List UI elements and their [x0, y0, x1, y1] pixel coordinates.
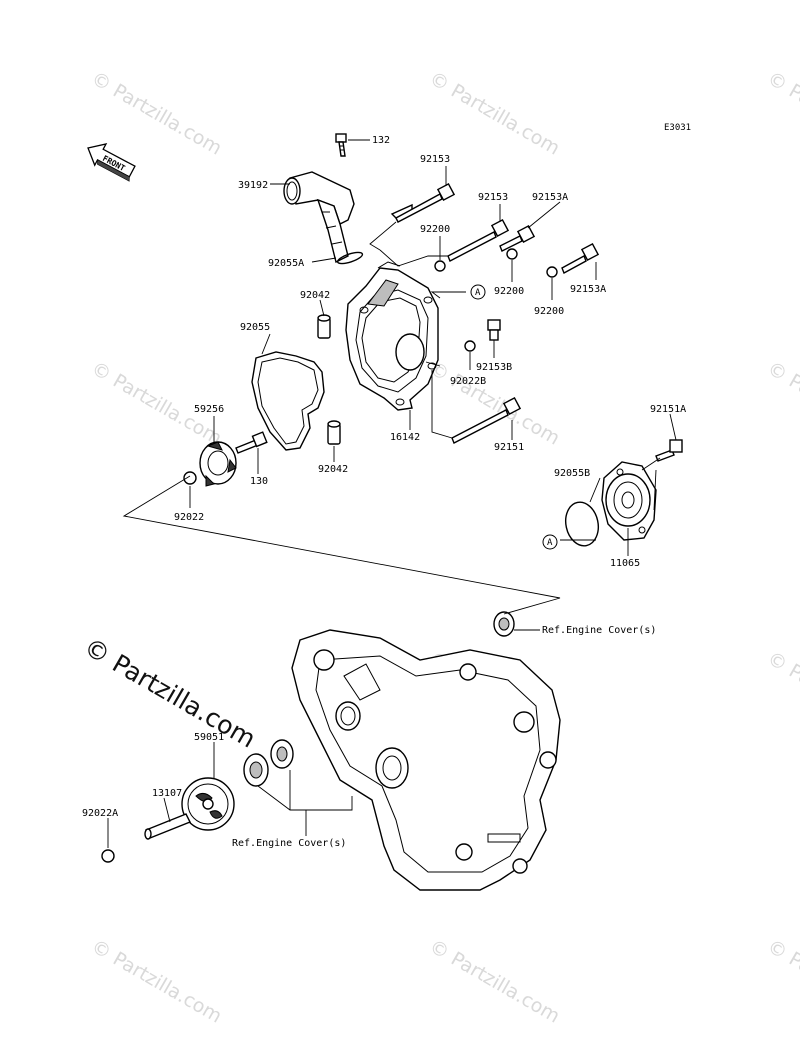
part-label: 92153	[420, 154, 450, 165]
part-label: 92200	[420, 224, 450, 235]
watermark: © Partzilla.com	[764, 357, 800, 449]
bearing	[243, 753, 269, 787]
part-label: 92055	[240, 322, 270, 333]
washer-92200	[546, 266, 558, 278]
o-ring-92055a	[336, 251, 364, 265]
washer-92200	[506, 248, 518, 260]
bolt-92153	[390, 182, 456, 223]
gear-59051	[181, 777, 235, 831]
part-label: 92153A	[532, 192, 568, 203]
part-labels: 132 39192 92153 92153 92153A 92200 92055…	[82, 135, 686, 849]
part-label: 92153A	[570, 284, 606, 295]
diagram-code: E3031	[664, 123, 691, 133]
bolt-132	[335, 133, 347, 157]
bolt-92153a	[561, 242, 600, 274]
bolt-92153b	[487, 319, 501, 341]
part-label: 59256	[194, 404, 224, 415]
part-label: 92151	[494, 442, 524, 453]
watermark: © Partzilla.com	[764, 647, 800, 739]
part-label: 16142	[390, 432, 420, 443]
water-pipe-fitting	[283, 171, 355, 264]
ref-marker-a: A	[542, 534, 558, 550]
watermark: © Partzilla.com	[426, 935, 564, 1027]
washer-92022	[183, 471, 197, 485]
watermark: © Partzilla.com	[426, 67, 564, 159]
bolt-92151	[451, 396, 522, 444]
washer-92200	[434, 260, 446, 272]
part-label: 92151A	[650, 404, 686, 415]
part-label: 92022A	[82, 808, 118, 819]
oil-seal	[493, 611, 515, 637]
front-arrow-icon: FRONT	[87, 143, 136, 182]
pump-cover	[345, 261, 439, 411]
svg-text:A: A	[475, 288, 481, 298]
part-label: 92042	[300, 290, 330, 301]
part-label: 92055A	[268, 258, 304, 269]
gasket-92055	[251, 351, 325, 451]
engine-cover	[291, 629, 561, 891]
part-label: 130	[250, 476, 268, 487]
part-label: 11065	[610, 558, 640, 569]
watermark: © Partzilla.com	[764, 67, 800, 159]
part-label: 39192	[238, 180, 268, 191]
washer-92022b	[464, 340, 476, 352]
cover-11065	[601, 461, 657, 541]
ref-engine-cover-label: Ref.Engine Cover(s)	[542, 625, 656, 636]
watermark: © Partzilla.com	[88, 67, 226, 159]
impeller-59256	[199, 441, 237, 487]
watermark: © Partzilla.com	[88, 935, 226, 1027]
bolt-92151a	[655, 439, 683, 462]
dowel-pin	[327, 420, 341, 445]
svg-text:A: A	[547, 538, 553, 548]
bolt-130	[235, 431, 268, 454]
bolt-92153	[447, 218, 510, 262]
shaft-13107	[144, 813, 191, 840]
part-label: 92022	[174, 512, 204, 523]
part-label: 92153B	[476, 362, 512, 373]
bolt-92153a	[499, 224, 536, 252]
part-label: 132	[372, 135, 390, 146]
ref-engine-cover-label: Ref.Engine Cover(s)	[232, 838, 346, 849]
part-label: 92022B	[450, 376, 486, 387]
o-ring-92055b	[564, 501, 600, 547]
dowel-pin	[317, 314, 331, 339]
part-label: 92055B	[554, 468, 590, 479]
part-label: 92153	[478, 192, 508, 203]
washer-92022a	[101, 849, 115, 863]
watermark-large: © Partzilla.com	[79, 632, 261, 754]
watermark: © Partzilla.com	[764, 935, 800, 1027]
bearing	[270, 739, 294, 769]
part-label: 59051	[194, 732, 224, 743]
leader-lines	[107, 139, 677, 848]
part-label: 13107	[152, 788, 182, 799]
ref-marker-a: A	[470, 284, 486, 300]
part-label: 92042	[318, 464, 348, 475]
part-label: 92200	[494, 286, 524, 297]
part-label: 92200	[534, 306, 564, 317]
